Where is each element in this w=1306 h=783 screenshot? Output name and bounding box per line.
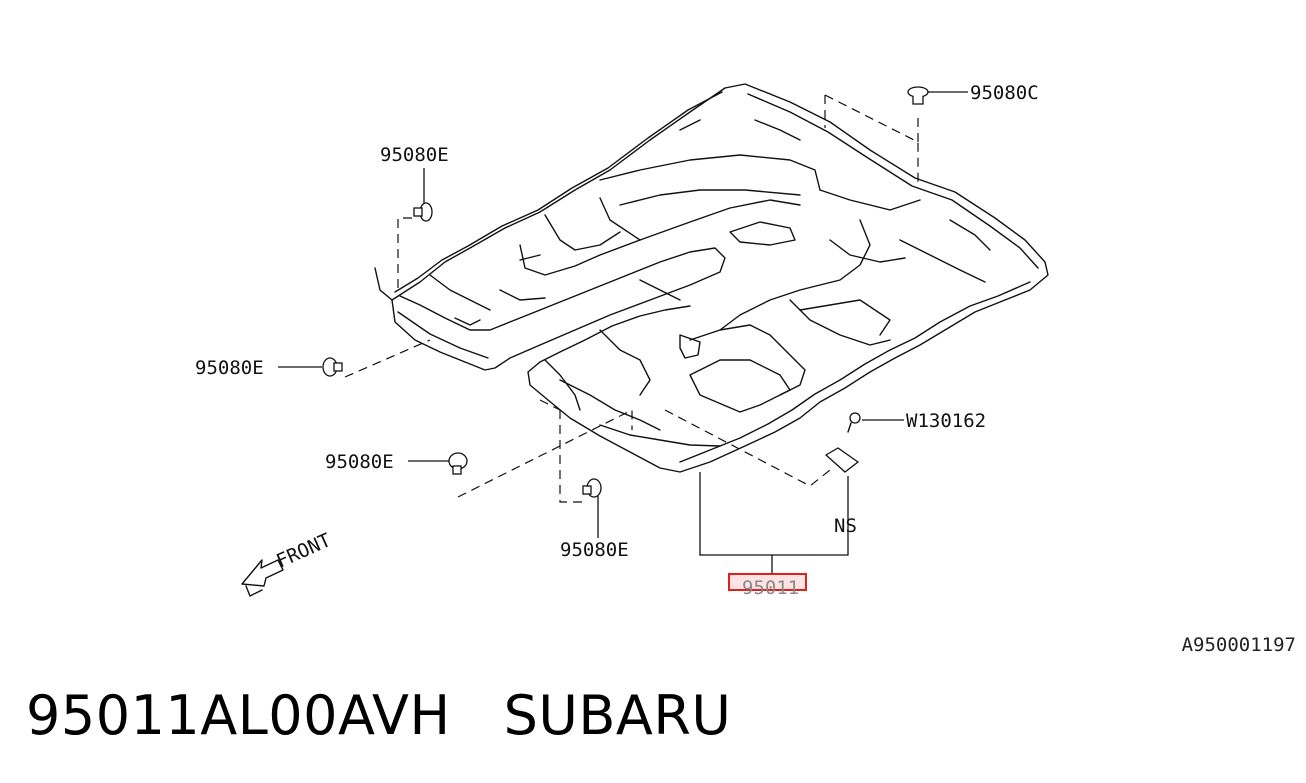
- screw-w130162-icon: [847, 412, 861, 433]
- clip-95080e-bottom-icon: [582, 478, 602, 498]
- label-95080e-bottom[interactable]: 95080E: [560, 539, 629, 561]
- diagram-id: A950001197: [1181, 634, 1296, 656]
- footer-part-number: 95011AL00AVH: [26, 684, 451, 747]
- label-w130162[interactable]: W130162: [906, 410, 986, 432]
- front-direction-label: FRONT: [273, 529, 334, 572]
- ns-part-icon: [824, 447, 860, 473]
- footer-brand: SUBARU: [503, 684, 732, 747]
- label-95080e-top[interactable]: 95080E: [380, 144, 449, 166]
- main-part-highlight: [728, 573, 807, 591]
- clip-95080e-top-icon: [413, 202, 433, 222]
- clip-95080e-left-icon: [322, 357, 343, 377]
- leader-lines: [278, 91, 968, 574]
- label-ns: NS: [834, 515, 857, 537]
- mounting-lines: [344, 94, 919, 503]
- label-95080c[interactable]: 95080C: [970, 82, 1039, 104]
- label-95011[interactable]: 95011: [742, 577, 799, 599]
- label-95080e-mid[interactable]: 95080E: [325, 451, 394, 473]
- label-95080e-left[interactable]: 95080E: [195, 357, 264, 379]
- floor-carpet-drawing: [374, 83, 1049, 473]
- footer-title: 95011AL00AVH SUBARU: [26, 684, 731, 747]
- clip-95080e-mid-icon: [448, 452, 468, 475]
- clip-95080c-icon: [907, 86, 929, 105]
- front-arrow-icon: FRONT: [241, 529, 334, 597]
